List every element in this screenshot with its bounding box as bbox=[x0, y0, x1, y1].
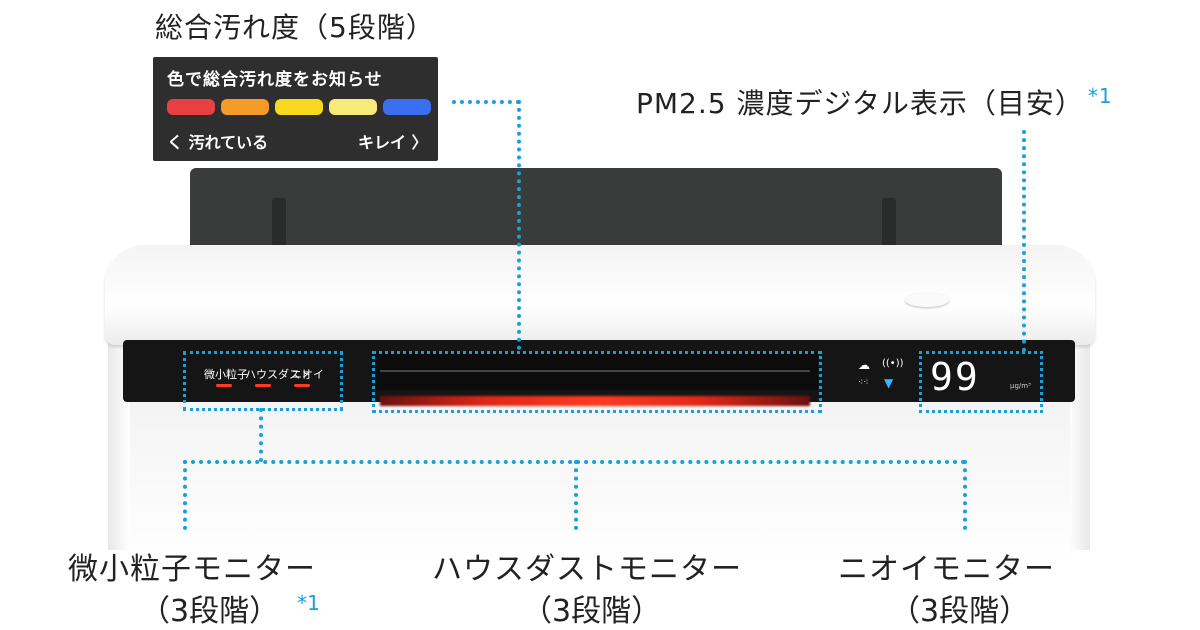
monitor-label-house-dust: ハウスダスト bbox=[245, 368, 311, 381]
leader-odor-v bbox=[963, 460, 967, 530]
pm25-note: *1 bbox=[1087, 83, 1113, 108]
legend-swatch-light-yellow bbox=[329, 99, 377, 115]
leader-monitors-v bbox=[259, 408, 263, 462]
leaf-icon: ▼ bbox=[884, 376, 894, 390]
leader-overall-v bbox=[517, 100, 521, 350]
leader-pm-v bbox=[1022, 130, 1026, 352]
overall-dirt-lamp bbox=[380, 396, 810, 406]
odor-monitor-label: ニオイモニター bbox=[838, 552, 1055, 587]
leader-overall-h bbox=[452, 100, 520, 104]
pm25-title: PM2.5 濃度デジタル表示（目安）*1 bbox=[636, 82, 1113, 122]
leader-dust-v bbox=[574, 460, 578, 530]
fine-particle-note: *1 bbox=[297, 591, 320, 615]
display-slot-line bbox=[380, 370, 810, 372]
fine-particle-lamp bbox=[216, 384, 232, 387]
fine-particle-monitor-sub: （3段階） *1 bbox=[140, 586, 320, 630]
power-button[interactable] bbox=[905, 293, 949, 307]
dust-icon: ⁖⁖ bbox=[858, 378, 869, 388]
house-dust-monitor-label: ハウスダストモニター bbox=[432, 552, 742, 587]
legend-swatch-blue bbox=[383, 99, 431, 115]
fine-particle-monitor-label: 微小粒子モニター bbox=[68, 552, 316, 587]
pm25-unit: μg/m³ bbox=[1010, 382, 1031, 390]
fine-particle-monitor-levels: （3段階） bbox=[140, 594, 280, 629]
legend-title: 色で総合汚れ度をお知らせ bbox=[167, 70, 383, 90]
device-front bbox=[130, 395, 1070, 565]
pm25-value: 99 bbox=[930, 355, 980, 399]
house-dust-monitor-sub: （3段階） bbox=[522, 594, 662, 629]
odor-lamp bbox=[294, 384, 310, 387]
color-legend: 色で総合汚れ度をお知らせ く 汚れている キレイ 〉 bbox=[153, 57, 438, 161]
monitor-label-fine-particle: 微小粒子 bbox=[204, 368, 248, 381]
overall-dirt-title: 総合汚れ度（5段階） bbox=[155, 11, 435, 44]
cloud-upload-icon: ☁ bbox=[858, 358, 870, 372]
device-top bbox=[105, 245, 1095, 345]
highlight-monitors bbox=[183, 351, 343, 411]
wifi-icon: ((•)) bbox=[882, 358, 904, 369]
pm25-title-text: PM2.5 濃度デジタル表示（目安） bbox=[636, 87, 1084, 120]
leader-fine-v bbox=[183, 460, 187, 530]
highlight-overall-lamp bbox=[372, 351, 822, 413]
legend-swatch-red bbox=[167, 99, 215, 115]
house-dust-lamp bbox=[255, 384, 271, 387]
legend-dirty-label: く 汚れている bbox=[167, 133, 269, 152]
odor-monitor-sub: （3段階） bbox=[890, 594, 1030, 629]
highlight-pm-display bbox=[919, 351, 1043, 413]
legend-swatch-orange bbox=[221, 99, 269, 115]
legend-clean-label: キレイ 〉 bbox=[358, 133, 428, 152]
monitor-label-odor: ニオイ bbox=[291, 368, 324, 381]
legend-swatch-yellow bbox=[275, 99, 323, 115]
